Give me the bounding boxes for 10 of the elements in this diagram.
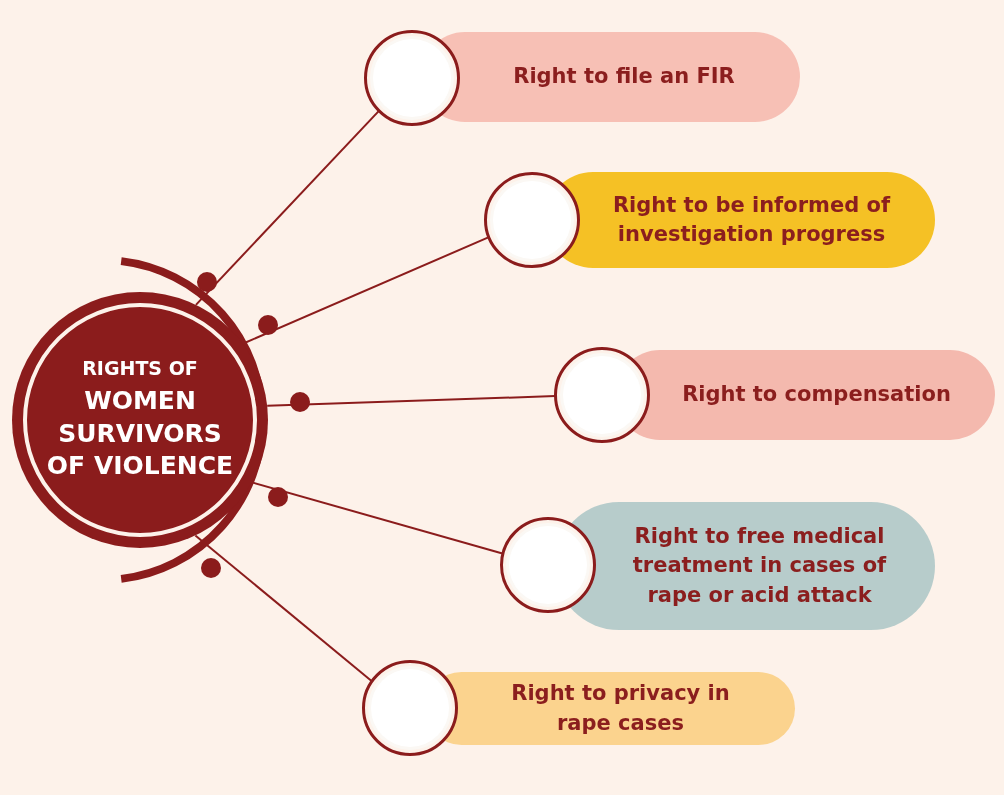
- connector-line: [266, 395, 556, 407]
- heading-text: RIGHTS OF: [82, 357, 198, 380]
- title-text: WOMEN SURVIVORS OF VIOLENCE: [45, 385, 235, 483]
- connector-line: [194, 110, 380, 306]
- label-text: Right to be informed of investigation progress: [611, 191, 892, 248]
- label-text: Right to free medical treatment in cases of rape or acid attack: [631, 522, 888, 609]
- connector-line: [194, 534, 373, 682]
- label-text: Right to compensation: [682, 381, 951, 409]
- label-text: Right to file an FIR: [513, 63, 735, 91]
- label-text: Right to privacy in rape cases: [510, 680, 731, 737]
